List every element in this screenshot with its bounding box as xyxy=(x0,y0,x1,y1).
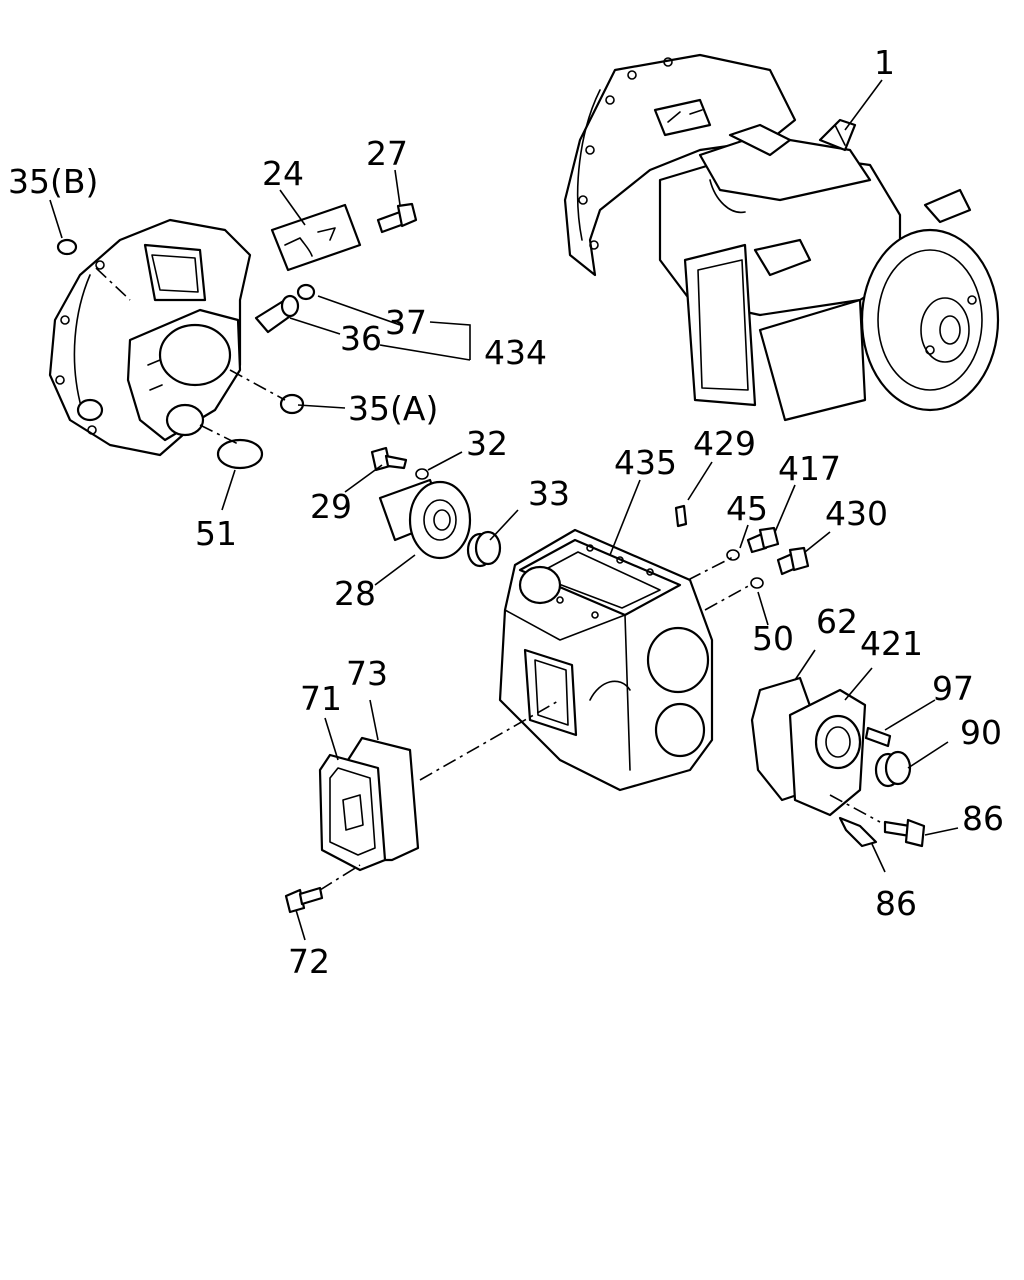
part-86-bolt-right[interactable] xyxy=(883,818,926,848)
part-50-o-ring[interactable] xyxy=(750,577,764,589)
part-417-plug[interactable] xyxy=(746,526,780,554)
part-32-o-ring[interactable] xyxy=(415,468,429,480)
callout-86-right: 86 xyxy=(962,799,1004,838)
callout-35b: 35(B) xyxy=(8,162,98,201)
part-429-dowel[interactable] xyxy=(674,504,688,528)
callout-97: 97 xyxy=(932,669,974,708)
callout-37: 37 xyxy=(385,303,427,342)
callout-417: 417 xyxy=(778,449,841,488)
part-27-bolt[interactable] xyxy=(376,202,418,234)
callout-430: 430 xyxy=(825,494,888,533)
callout-86-lower: 86 xyxy=(875,884,917,923)
part-71-side-cover[interactable] xyxy=(318,753,387,872)
part-435-transmission-case[interactable] xyxy=(498,528,714,792)
callout-29: 29 xyxy=(310,487,352,526)
part-35b-washer[interactable] xyxy=(56,238,78,256)
callout-62: 62 xyxy=(816,602,858,641)
part-86-bolt-lower[interactable] xyxy=(838,816,878,848)
callout-27: 27 xyxy=(366,134,408,173)
callout-435: 435 xyxy=(614,443,677,482)
callout-32: 32 xyxy=(466,424,508,463)
callout-90: 90 xyxy=(960,713,1002,752)
part-90-seal[interactable] xyxy=(874,750,912,788)
callout-28: 28 xyxy=(334,574,376,613)
part-430-plug[interactable] xyxy=(776,546,810,576)
callout-51: 51 xyxy=(195,514,237,553)
part-37-plug[interactable] xyxy=(296,283,316,301)
callout-73: 73 xyxy=(346,654,388,693)
part-51-cover-disc[interactable] xyxy=(216,438,264,470)
part-29-bolt[interactable] xyxy=(370,446,408,472)
callout-50: 50 xyxy=(752,619,794,658)
part-36-sleeve[interactable] xyxy=(254,294,300,334)
callout-429: 429 xyxy=(693,424,756,463)
part-45-o-ring[interactable] xyxy=(726,549,740,561)
part-97-bolt[interactable] xyxy=(864,726,892,748)
callout-33: 33 xyxy=(528,474,570,513)
callout-434: 434 xyxy=(484,333,547,372)
leader-lines xyxy=(49,79,959,941)
part-421-rear-cover[interactable] xyxy=(788,688,867,817)
part-35a-washer[interactable] xyxy=(279,393,305,415)
callout-36: 36 xyxy=(340,319,382,358)
part-28-bearing-retainer[interactable] xyxy=(378,478,472,560)
part-72-bolt[interactable] xyxy=(284,886,324,914)
callout-421: 421 xyxy=(860,624,923,663)
callout-24: 24 xyxy=(262,154,304,193)
callout-72: 72 xyxy=(288,942,330,981)
callout-1: 1 xyxy=(874,43,895,82)
part-33-seal[interactable] xyxy=(466,530,502,568)
callout-45: 45 xyxy=(726,489,768,528)
clutch-housing[interactable] xyxy=(48,218,252,457)
transmission-assembly[interactable] xyxy=(563,53,1000,422)
callout-71: 71 xyxy=(300,679,342,718)
part-24-label-plate[interactable] xyxy=(270,203,362,272)
callout-35a: 35(A) xyxy=(348,389,438,428)
callout-labels: 1 24 27 35(B) 37 36 434 35(A) 51 32 29 3… xyxy=(8,43,1004,981)
